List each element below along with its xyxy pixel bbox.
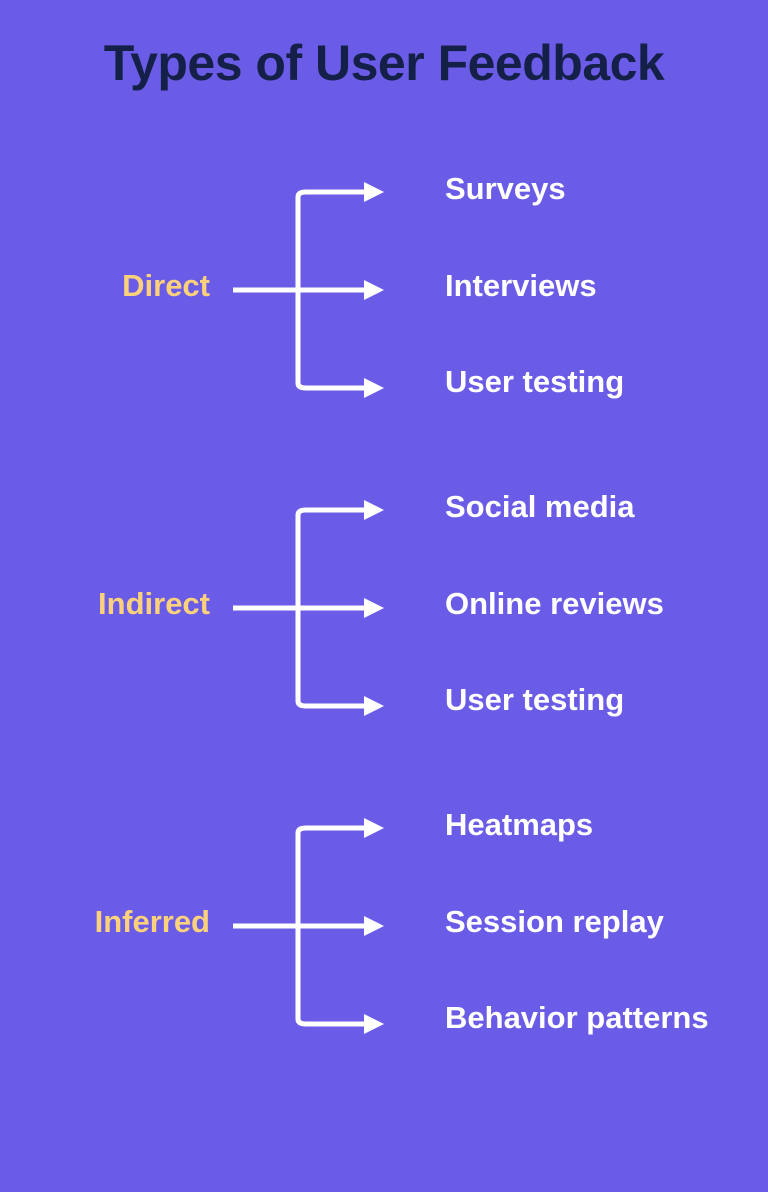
bracket-connector-indirect [233,500,384,716]
item-label: Surveys [445,171,566,206]
item-label: User testing [445,364,625,399]
item-label: User testing [445,682,625,717]
bracket-connector-direct [233,182,384,398]
group-direct: Direct Surveys In [0,150,768,468]
group-inferred: Inferred Heatmaps [0,786,768,1104]
category-label-inferred: Inferred [94,904,210,939]
item-label: Online reviews [445,586,664,621]
page-title: Types of User Feedback [103,35,665,91]
item-label: Behavior patterns [445,1000,709,1035]
item-label: Session replay [445,904,664,939]
bracket-connector-inferred [233,818,384,1034]
category-label-direct: Direct [122,268,210,303]
group-indirect: Indirect Social media [0,468,768,786]
item-label: Interviews [445,268,597,303]
category-label-indirect: Indirect [98,586,210,621]
diagram-groups: Direct Surveys In [0,150,768,1104]
item-label: Heatmaps [445,807,594,842]
item-label: Social media [445,489,635,524]
